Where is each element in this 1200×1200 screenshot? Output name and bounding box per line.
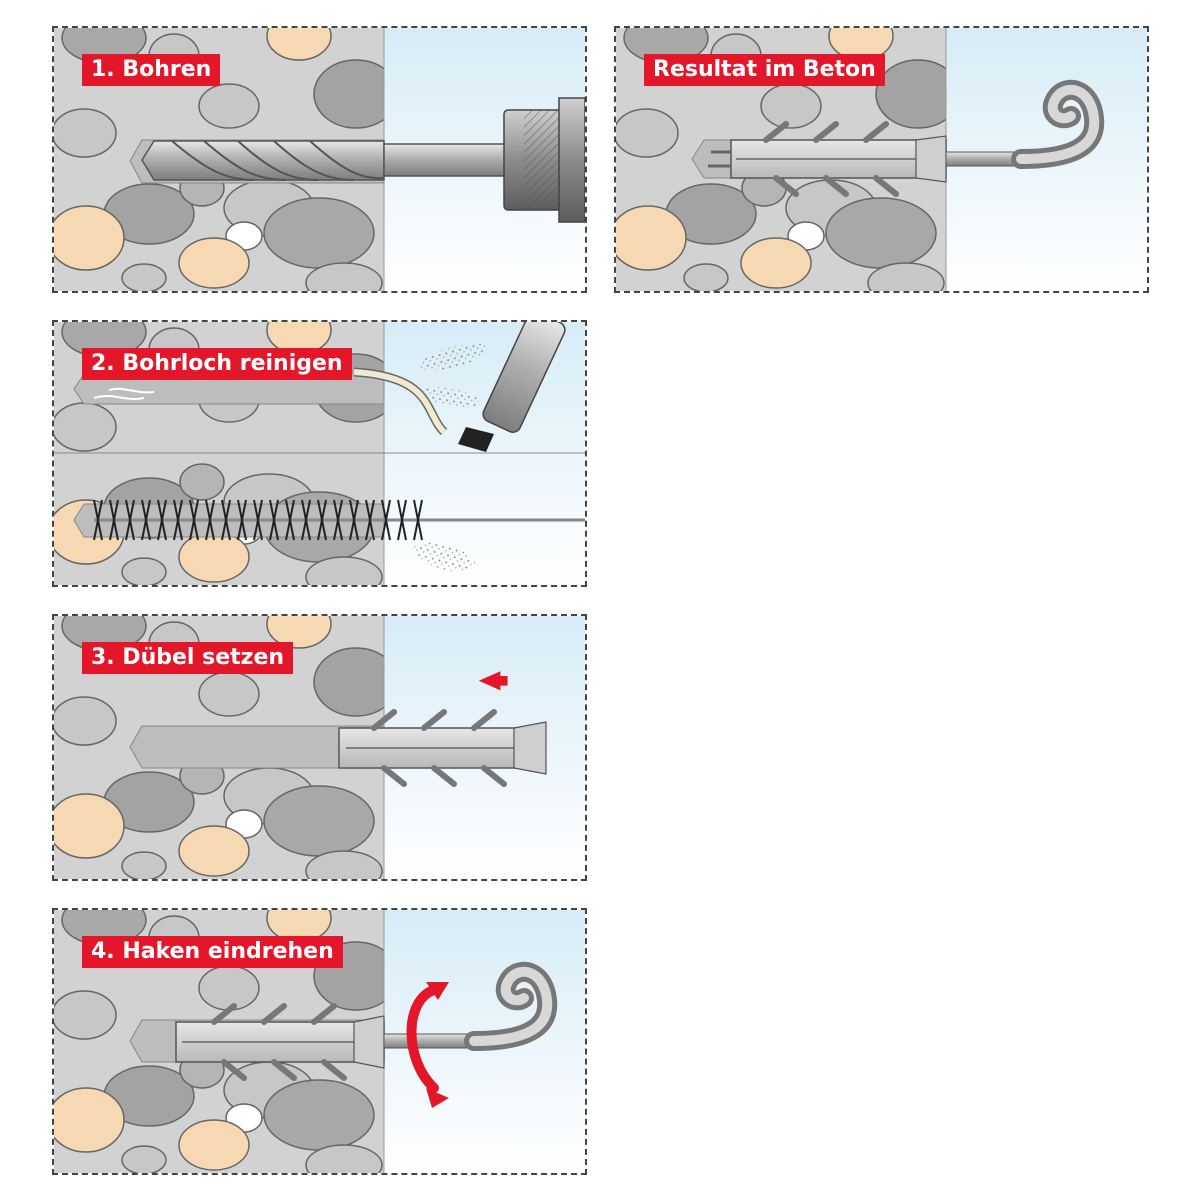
- rotate-arrow-icon: [406, 982, 449, 1108]
- panel-step-4-screw-in-hook: 4. Haken eindrehen: [52, 908, 587, 1175]
- wall-plug-icon: [730, 121, 947, 197]
- brush-icon: [93, 499, 585, 541]
- push-arrow-icon: [478, 671, 508, 691]
- step-2-title: 2. Bohrloch reinigen: [82, 348, 352, 380]
- screw-hook-icon: [708, 79, 1105, 169]
- panel-step-2-clean-hole: 2. Bohrloch reinigen: [52, 320, 587, 587]
- result-title: Resultat im Beton: [644, 54, 885, 86]
- step-4-title: 4. Haken eindrehen: [82, 936, 343, 968]
- air-blower-icon: [353, 322, 566, 452]
- drill-icon: [141, 97, 585, 223]
- panel-step-1-drilling: 1. Bohren: [52, 26, 587, 293]
- screw-hook-icon: [383, 961, 558, 1051]
- insert-plug-illustration: [54, 616, 585, 879]
- panel-result-in-concrete: Resultat im Beton: [614, 26, 1149, 293]
- step-1-title: 1. Bohren: [82, 54, 221, 86]
- wall-plug-icon: [338, 709, 547, 787]
- panel-step-3-insert-plug: 3. Dübel setzen: [52, 614, 587, 881]
- step-3-title: 3. Dübel setzen: [82, 642, 294, 674]
- wall-plug-icon: [175, 1003, 385, 1081]
